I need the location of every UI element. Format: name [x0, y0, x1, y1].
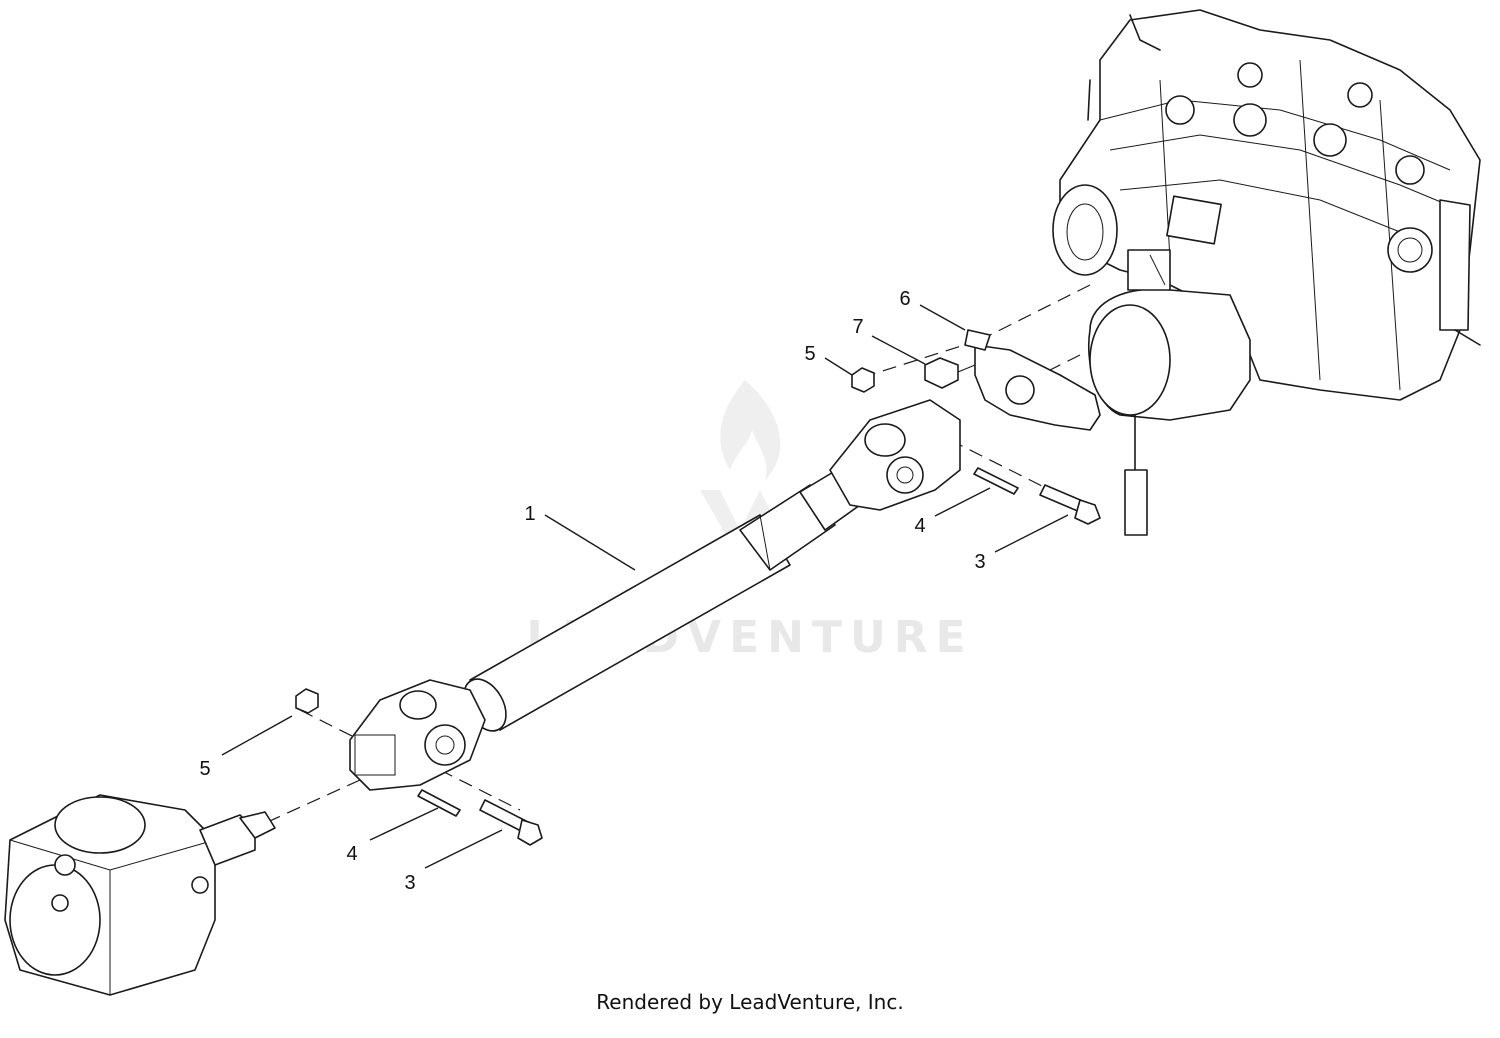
callout-7: 7 [852, 316, 863, 338]
callout-6: 6 [899, 288, 910, 310]
nut-lower [295, 688, 319, 714]
callout-4-upper: 4 [914, 515, 925, 537]
nut-upper [851, 367, 875, 393]
bolts [479, 484, 1101, 846]
gearbox [4, 794, 276, 996]
callouts: 1 3 4 5 6 7 5 4 3 [199, 288, 1069, 894]
pins [417, 467, 1019, 817]
callout-1: 1 [524, 503, 535, 525]
driveshaft [349, 399, 961, 791]
callout-3-lower: 3 [404, 872, 415, 894]
render-credit: Rendered by LeadVenture, Inc. [596, 990, 904, 1014]
callout-3-upper: 3 [974, 551, 985, 573]
cap-screw [924, 357, 976, 389]
hydraulic-pump-assembly [1052, 9, 1481, 536]
callout-4-lower: 4 [346, 843, 357, 865]
callout-5-upper: 5 [804, 343, 815, 365]
callout-5-lower: 5 [199, 758, 210, 780]
mounting-bracket [964, 329, 1101, 431]
